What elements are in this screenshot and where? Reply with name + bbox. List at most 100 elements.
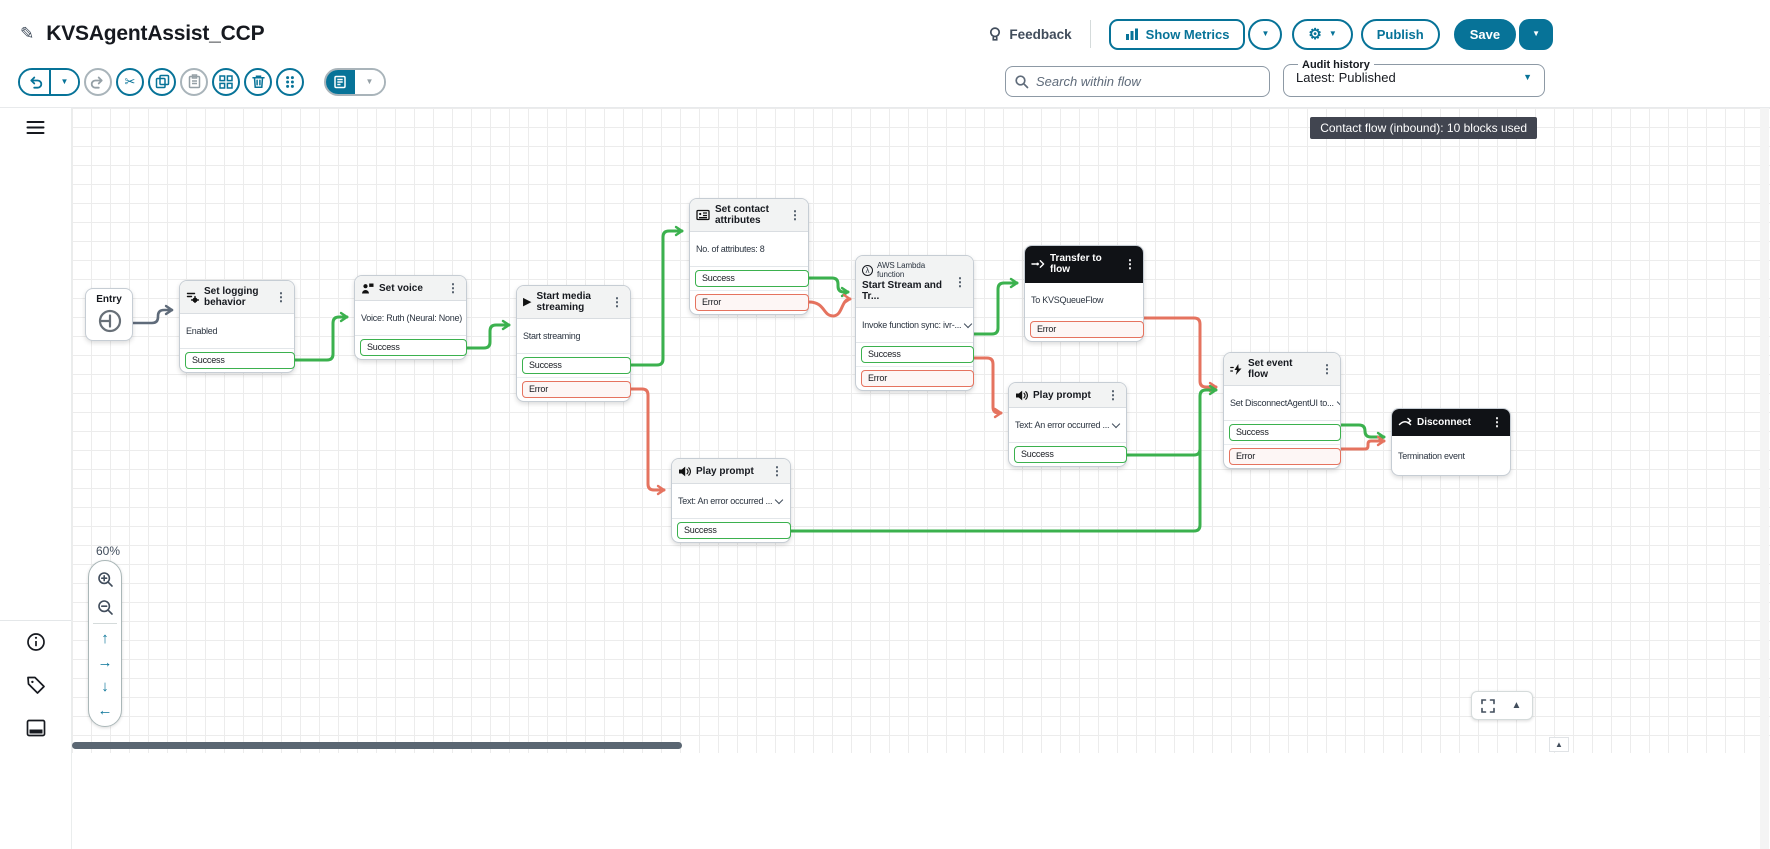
chevron-down-icon[interactable] — [964, 319, 973, 328]
node-title: Play prompt — [1033, 389, 1091, 401]
port-error[interactable]: Error — [1030, 321, 1144, 338]
port-success[interactable]: Success — [695, 270, 809, 287]
bottom-panel-icon[interactable] — [26, 719, 46, 737]
kebab-menu-icon[interactable]: ⋮ — [771, 464, 783, 478]
contact-attributes-icon — [696, 209, 710, 221]
flow-node-play-prompt-1[interactable]: Play prompt ⋮ Text: An error occurred ..… — [1008, 382, 1127, 467]
node-title: Set contact attributes — [715, 204, 769, 226]
redo-button[interactable] — [84, 67, 112, 96]
pan-left-button[interactable]: ← — [89, 698, 121, 722]
edge-set-voice-success — [465, 319, 511, 350]
group-blocks-button[interactable] — [212, 67, 240, 96]
kebab-menu-icon[interactable]: ⋮ — [1107, 388, 1119, 402]
node-body: Text: An error occurred ... — [1009, 408, 1126, 442]
divider — [93, 623, 117, 624]
flow-node-disconnect[interactable]: Disconnect ⋮ Termination event — [1391, 408, 1511, 476]
kebab-menu-icon[interactable]: ⋮ — [1321, 362, 1333, 376]
kebab-menu-icon[interactable]: ⋮ — [1491, 415, 1503, 429]
search-input[interactable] — [1005, 66, 1270, 97]
scroll-corner-button[interactable]: ▲ — [1549, 737, 1569, 752]
port-error[interactable]: Error — [1229, 448, 1341, 465]
port-success[interactable]: Success — [522, 357, 631, 374]
blocks-menu-icon[interactable] — [26, 120, 45, 135]
scissors-icon: ✂ — [124, 74, 136, 89]
publish-button[interactable]: Publish — [1360, 18, 1440, 50]
delete-button[interactable] — [244, 67, 272, 96]
flow-node-start-media-streaming[interactable]: ▶ Start media streaming ⋮ Start streamin… — [516, 285, 631, 402]
flow-node-transfer-to-flow[interactable]: Transfer to flow ⋮ To KVSQueueFlow Error — [1024, 245, 1144, 342]
collapse-panel-button[interactable]: ▲ — [1503, 694, 1530, 717]
flow-node-set-voice[interactable]: Set voice ⋮ Voice: Ruth (Neural: None) S… — [354, 275, 467, 360]
horizontal-scrollbar[interactable] — [72, 742, 682, 749]
pan-up-button[interactable]: ↑ — [89, 626, 121, 650]
flow-node-set-contact-attributes[interactable]: Set contact attributes ⋮ No. of attribut… — [689, 198, 809, 315]
audit-history-select[interactable]: Audit history Latest: Published ▼ — [1283, 58, 1545, 97]
edge-start-media-error — [629, 387, 666, 496]
flow-canvas[interactable]: Contact flow (inbound): 10 blocks used — [72, 108, 1770, 849]
feedback-link[interactable]: Feedback — [987, 26, 1072, 43]
port-error[interactable]: Error — [695, 294, 809, 311]
flow-node-play-prompt-2[interactable]: Play prompt ⋮ Text: An error occurred ..… — [671, 458, 791, 543]
edge-set-event-success — [1339, 423, 1386, 443]
copy-button[interactable] — [148, 67, 176, 96]
header-actions: Feedback Show Metrics ▼ ⚙ ▼ Publish — [987, 18, 1770, 50]
zoom-in-button[interactable] — [89, 565, 121, 593]
undo-dropdown-button[interactable]: ▼ — [49, 69, 78, 94]
port-error[interactable]: Error — [861, 370, 974, 387]
save-dropdown-button[interactable]: ▼ — [1519, 18, 1553, 50]
search-box — [1005, 66, 1270, 97]
pan-right-button[interactable]: → — [89, 650, 121, 674]
edit-title-pencil-icon[interactable]: ✎ — [20, 24, 35, 43]
node-title: Set logging behavior — [204, 286, 259, 308]
annotations-button[interactable] — [326, 69, 355, 94]
tag-icon[interactable] — [26, 675, 46, 695]
port-success[interactable]: Success — [1014, 446, 1127, 463]
flow-node-set-logging-behavior[interactable]: Set logging behavior ⋮ Enabled Success — [179, 280, 295, 373]
port-success[interactable]: Success — [677, 522, 791, 539]
lightbulb-icon — [987, 26, 1003, 43]
show-metrics-label: Show Metrics — [1145, 26, 1230, 42]
vertical-scrollbar-track — [1760, 108, 1769, 849]
chevron-down-icon[interactable] — [775, 495, 784, 504]
chevron-down-icon[interactable] — [1336, 397, 1340, 406]
entry-point-icon — [90, 307, 128, 335]
edge-set-event-error — [1339, 435, 1386, 451]
pan-down-button[interactable]: ↓ — [89, 674, 121, 698]
info-icon[interactable] — [26, 632, 46, 652]
kebab-menu-icon[interactable]: ⋮ — [1124, 257, 1136, 271]
show-metrics-dropdown-button[interactable]: ▼ — [1248, 18, 1283, 50]
notes-group: ▼ — [324, 67, 386, 96]
show-metrics-button[interactable]: Show Metrics — [1108, 18, 1246, 50]
kebab-menu-icon[interactable]: ⋮ — [611, 295, 623, 309]
cut-button[interactable]: ✂ — [116, 67, 144, 96]
edge-play-prompt-bottom-success — [789, 406, 1202, 533]
speaker-icon — [1015, 389, 1028, 402]
toolbar-right: Audit history Latest: Published ▼ — [1005, 58, 1770, 97]
kebab-menu-icon[interactable]: ⋮ — [789, 208, 801, 222]
annotations-dropdown-button[interactable]: ▼ — [355, 69, 384, 94]
kebab-menu-icon[interactable]: ⋮ — [275, 290, 287, 304]
kebab-menu-icon[interactable]: ⋮ — [447, 281, 459, 295]
node-category: λ AWS Lambda function — [862, 261, 948, 279]
arrange-blocks-button[interactable] — [276, 67, 304, 96]
flow-node-set-event-flow[interactable]: Set event flow ⋮ Set DisconnectAgentUI t… — [1223, 352, 1341, 469]
paste-button[interactable] — [180, 67, 208, 96]
node-body: Enabled — [186, 326, 218, 336]
port-success[interactable]: Success — [185, 352, 295, 369]
zoom-out-button[interactable] — [89, 593, 121, 621]
save-button[interactable]: Save — [1453, 18, 1517, 50]
kebab-menu-icon[interactable]: ⋮ — [954, 274, 966, 289]
settings-button[interactable]: ⚙ ▼ — [1292, 18, 1353, 50]
port-success[interactable]: Success — [861, 346, 974, 363]
port-success[interactable]: Success — [1229, 424, 1341, 441]
edge-entry-to-set-logging — [118, 304, 174, 325]
port-success[interactable]: Success — [360, 339, 467, 356]
edge-set-contact-success — [807, 276, 850, 298]
fit-to-screen-button[interactable] — [1474, 694, 1501, 717]
undo-button[interactable] — [20, 69, 49, 94]
port-error[interactable]: Error — [522, 381, 631, 398]
node-body: Start streaming — [523, 331, 581, 341]
chevron-down-icon[interactable] — [1112, 419, 1121, 428]
flow-node-entry[interactable]: Entry — [85, 288, 133, 341]
flow-node-aws-lambda-function[interactable]: λ AWS Lambda function Start Stream and T… — [855, 255, 974, 391]
